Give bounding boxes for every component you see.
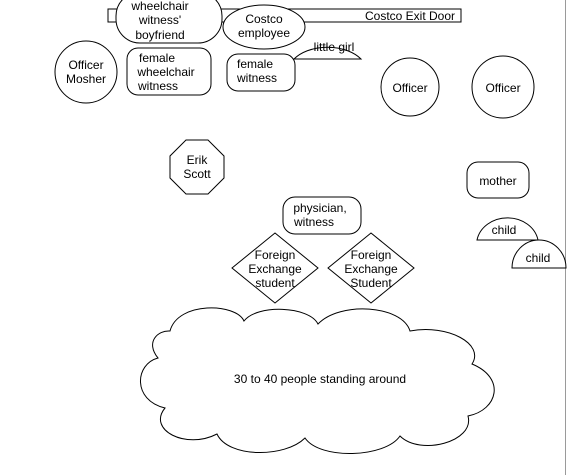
node-label: student bbox=[255, 276, 295, 290]
node-label: Officer bbox=[68, 58, 103, 72]
node-label: Foreign bbox=[351, 248, 392, 262]
node-physician-witness[interactable]: physician, witness bbox=[282, 196, 362, 235]
node-label: female bbox=[237, 57, 273, 71]
node-label: employee bbox=[238, 26, 290, 40]
node-label: Erik bbox=[187, 153, 209, 167]
door-label: Costco Exit Door bbox=[365, 9, 455, 23]
node-officer-mosher[interactable]: Officer Mosher bbox=[54, 40, 118, 104]
node-label: child bbox=[526, 251, 551, 265]
node-label: Exchange bbox=[344, 262, 398, 276]
node-officer-1[interactable]: Officer bbox=[380, 57, 440, 117]
node-label: witness bbox=[137, 79, 178, 93]
crowd-label: 30 to 40 people standing around bbox=[234, 372, 406, 386]
node-officer-2[interactable]: Officer bbox=[471, 55, 535, 119]
node-label: Costco bbox=[245, 12, 283, 26]
node-label: witness' bbox=[138, 13, 181, 27]
node-label: Student bbox=[350, 276, 392, 290]
node-label: Mosher bbox=[66, 72, 106, 86]
crowd-cloud[interactable]: 30 to 40 people standing around bbox=[140, 307, 495, 454]
node-mother[interactable]: mother bbox=[466, 161, 530, 199]
node-erik-scott[interactable]: Erik Scott bbox=[169, 139, 225, 195]
canvas-edge bbox=[565, 0, 566, 475]
node-label: little girl bbox=[314, 40, 355, 54]
node-label: Scott bbox=[183, 167, 211, 181]
node-female-wheelchair-witness[interactable]: female wheelchair witness bbox=[126, 47, 212, 96]
node-costco-employee[interactable]: Costco employee bbox=[222, 4, 306, 50]
node-label: mother bbox=[479, 174, 516, 188]
node-female-witness[interactable]: female witness bbox=[226, 53, 296, 92]
node-foreign-student-2[interactable]: Foreign Exchange Student bbox=[327, 232, 415, 304]
node-label: Foreign bbox=[255, 248, 296, 262]
node-label: child bbox=[492, 223, 517, 237]
node-label: wheelchair bbox=[136, 65, 194, 79]
node-label: wheelchair bbox=[130, 0, 188, 13]
node-label: Officer bbox=[485, 81, 520, 95]
node-label: Exchange bbox=[248, 262, 302, 276]
node-child-2[interactable]: child bbox=[511, 239, 567, 269]
node-foreign-student-1[interactable]: Foreign Exchange student bbox=[231, 232, 319, 304]
node-wheelchair-boyfriend[interactable]: wheelchair witness' boyfriend bbox=[115, 0, 223, 44]
node-little-girl[interactable]: little girl bbox=[292, 40, 363, 60]
node-label: witness bbox=[293, 215, 334, 229]
node-label: female bbox=[139, 51, 175, 65]
node-label: physician, bbox=[293, 201, 346, 215]
node-label: boyfriend bbox=[135, 28, 184, 42]
node-label: witness bbox=[236, 71, 277, 85]
node-label: Officer bbox=[392, 81, 427, 95]
node-child-1[interactable]: child bbox=[476, 217, 539, 241]
